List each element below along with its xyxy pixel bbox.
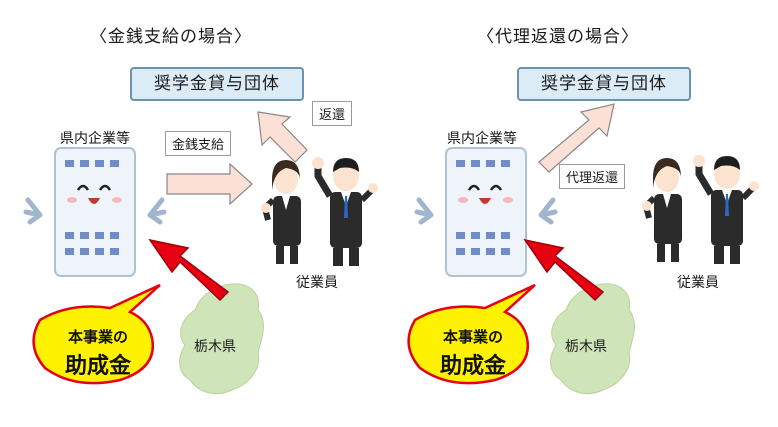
employees-label: 従業員 xyxy=(296,275,338,291)
employees-label: 従業員 xyxy=(677,275,719,291)
prefecture-label: 栃木県 xyxy=(565,339,607,355)
company-building-icon xyxy=(23,147,167,277)
right-diagram-graphics xyxy=(407,103,759,395)
panel-cash-payment: 〈金銭支給の場合〉 奨学金貸与団体 xyxy=(23,27,378,395)
bubble-line1: 本事業の xyxy=(442,328,503,346)
panel-title: 〈金銭支給の場合〉 xyxy=(90,27,252,47)
payment-arrow xyxy=(166,162,253,206)
bubble-line2: 助成金 xyxy=(439,354,506,379)
tochigi-map-icon xyxy=(179,283,264,395)
bubble-line2: 助成金 xyxy=(64,354,131,379)
subsidy-arrow xyxy=(523,238,605,302)
tochigi-map-icon xyxy=(550,283,635,395)
subsidy-bubble xyxy=(407,283,536,385)
company-label: 県内企業等 xyxy=(447,131,517,147)
employee-man-icon xyxy=(312,157,378,266)
proxy-repay-callout: 代理返還 xyxy=(559,164,626,189)
subsidy-arrow xyxy=(148,238,230,302)
company-building-icon xyxy=(414,147,558,277)
proxy-repay-arrow xyxy=(538,103,615,173)
repay-arrow xyxy=(257,111,308,163)
employee-woman-icon xyxy=(642,158,682,262)
bubble-line1: 本事業の xyxy=(67,328,128,346)
payment-callout: 金銭支給 xyxy=(165,131,232,156)
company-label: 県内企業等 xyxy=(60,131,130,147)
subsidy-bubble xyxy=(32,283,161,385)
panel-proxy-repayment: 〈代理返還の場合〉 奨学金貸与団体 xyxy=(389,0,778,427)
employee-man-icon xyxy=(693,155,759,264)
panel-title: 〈代理返還の場合〉 xyxy=(477,27,639,47)
scholarship-org-box: 奨学金貸与団体 xyxy=(517,67,691,101)
left-diagram-graphics xyxy=(23,111,378,395)
repay-callout: 返還 xyxy=(312,101,353,126)
prefecture-label: 栃木県 xyxy=(194,339,236,355)
scholarship-org-box: 奨学金貸与団体 xyxy=(130,67,304,101)
employee-woman-icon xyxy=(261,160,301,264)
